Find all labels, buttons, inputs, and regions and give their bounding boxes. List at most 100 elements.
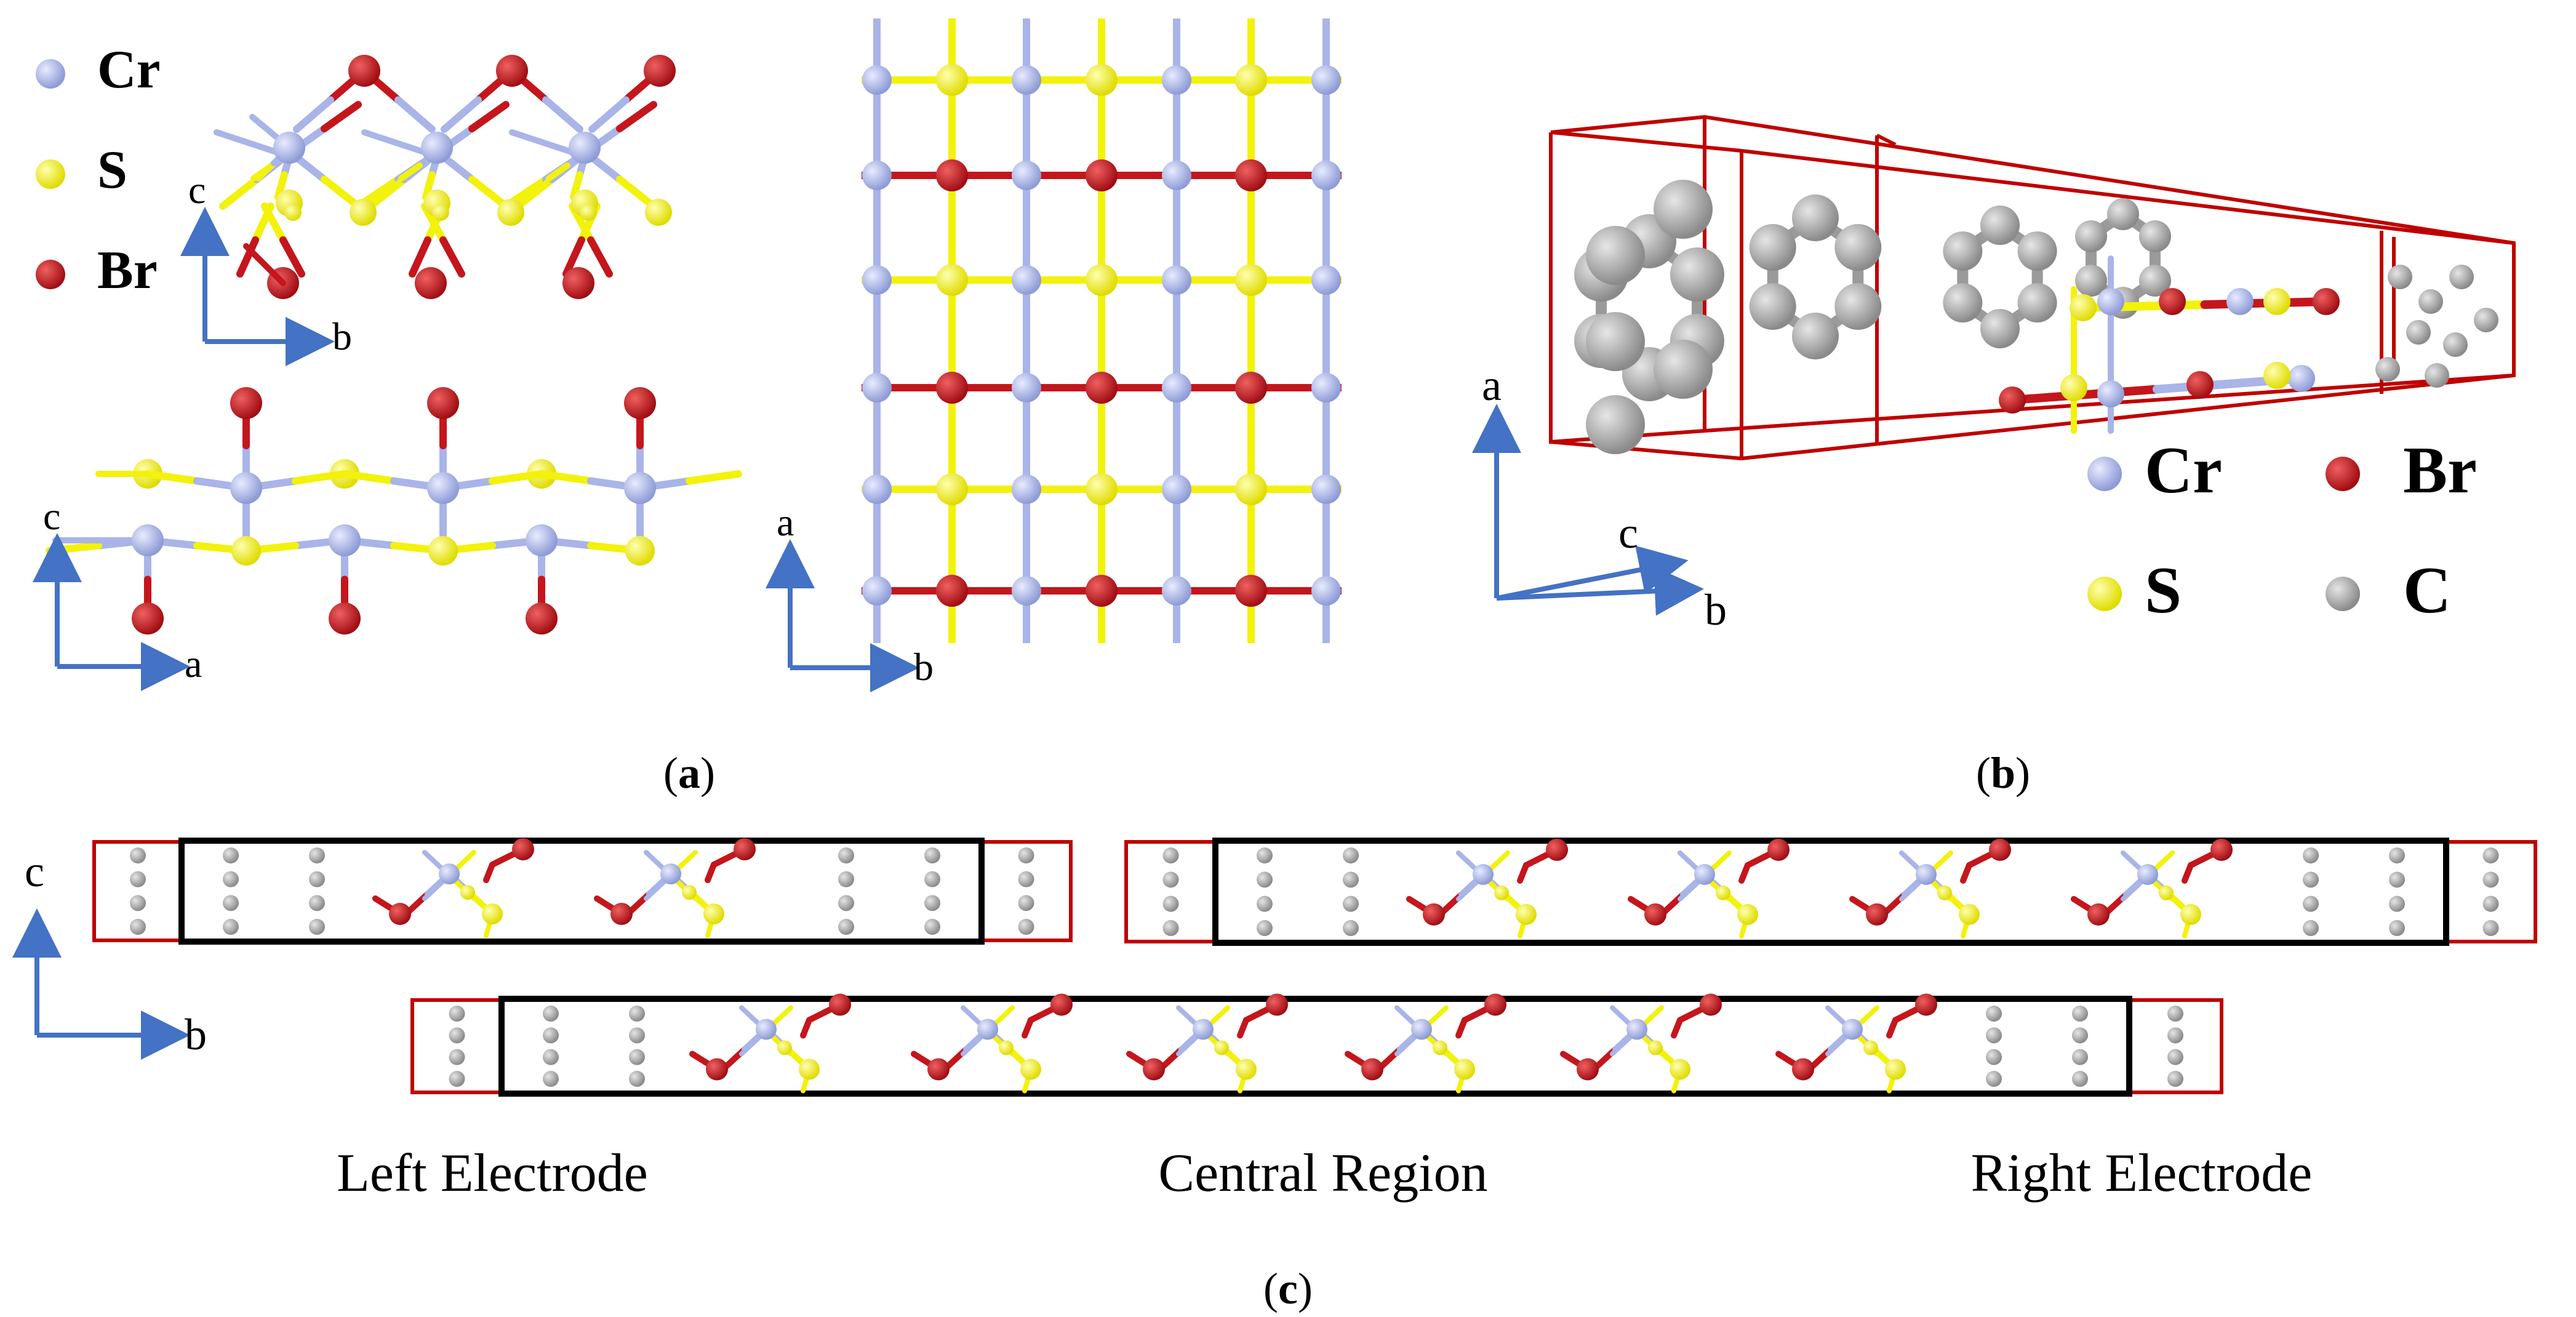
bond	[321, 101, 362, 132]
structure-a-ca-view	[46, 387, 742, 634]
c-atom	[924, 871, 940, 887]
br-atom	[1866, 903, 1888, 926]
label-central-region: Central Region	[1158, 1143, 1487, 1203]
bond	[1456, 1078, 1464, 1094]
bond	[489, 470, 545, 485]
bond	[588, 96, 630, 133]
s-atom	[2070, 294, 2097, 321]
central-region-box	[1212, 838, 2449, 946]
bond	[243, 243, 268, 268]
s-atom	[2263, 362, 2290, 389]
c-atom	[838, 847, 854, 863]
br-atom	[1546, 838, 1568, 861]
cr-atom	[1473, 863, 1494, 885]
br-atom	[2210, 838, 2233, 861]
bond	[372, 895, 391, 910]
c-atom	[2107, 198, 2139, 230]
cr-atom	[526, 524, 558, 556]
c-atom	[2482, 847, 2499, 863]
bond	[441, 96, 482, 133]
c-atom	[1654, 340, 1713, 399]
c-atom	[2389, 895, 2405, 912]
c-atom	[449, 1071, 465, 1087]
c-atom	[1986, 1006, 2002, 1022]
s-atom	[1086, 64, 1118, 96]
br-atom	[1235, 372, 1267, 404]
bond	[1961, 923, 1969, 939]
bond	[1775, 1051, 1794, 1065]
cr-atom	[1311, 474, 1341, 504]
c-atom	[2425, 363, 2449, 388]
bond	[570, 171, 583, 201]
bond	[616, 101, 657, 132]
c-atom	[2303, 895, 2319, 912]
br-atom	[624, 387, 656, 419]
bond	[800, 1025, 809, 1039]
c-atom	[1257, 847, 1273, 863]
axis-a-label-b: a	[1482, 361, 1502, 410]
s-atom	[2263, 288, 2290, 315]
bond	[2071, 895, 2089, 910]
c-atom	[2072, 1027, 2088, 1044]
br-atom	[1086, 372, 1118, 404]
cr-atom	[132, 524, 164, 556]
s-atom	[936, 264, 968, 296]
br-atom	[526, 602, 558, 634]
br-atom	[2087, 903, 2110, 926]
cr-atom	[862, 373, 892, 402]
s-atom	[1716, 885, 1730, 900]
legend-b: Cr Br S C	[2087, 434, 2477, 627]
c-atom	[1586, 395, 1645, 454]
br-atom	[927, 1058, 950, 1081]
bond	[1738, 870, 1748, 884]
c-atom	[1834, 224, 1882, 271]
s-atom	[1516, 903, 1537, 925]
axis-c-label-c: c	[25, 847, 44, 896]
bond	[587, 236, 613, 278]
c-atom	[838, 895, 854, 911]
s-atom	[1235, 264, 1267, 296]
cr-atom	[2097, 380, 2124, 407]
br-atom	[427, 387, 459, 419]
cr-atom	[1162, 576, 1191, 606]
bond	[255, 160, 277, 182]
s-atom	[482, 903, 503, 924]
axis-c-label-2: c	[43, 494, 60, 538]
bond	[514, 175, 556, 210]
s-atom	[1235, 473, 1267, 505]
bond	[542, 96, 583, 133]
s-atom	[936, 64, 968, 96]
cr-atom	[1012, 265, 1041, 295]
br-atom	[1999, 386, 2026, 414]
cr-atom	[1012, 161, 1041, 190]
c-atom	[223, 847, 239, 863]
cr-atom	[427, 472, 459, 504]
bond	[274, 171, 288, 201]
s-atom	[428, 536, 458, 566]
c-atom	[1257, 895, 1273, 912]
cr-atom	[1411, 1019, 1432, 1040]
c-atom	[2072, 1006, 2088, 1022]
bond	[686, 470, 742, 485]
c-atom	[2167, 1006, 2183, 1022]
structure-b	[1574, 180, 2498, 454]
cr-atom	[439, 863, 460, 884]
device-bottom	[410, 993, 2223, 1097]
cr-atom	[421, 132, 453, 164]
bond	[1849, 895, 1868, 910]
br-atom	[1792, 1058, 1814, 1081]
c-atom	[838, 919, 854, 935]
br-atom	[1484, 993, 1506, 1016]
legend-b-cr-label: Cr	[2145, 434, 2222, 507]
cr-atom	[1162, 65, 1191, 95]
cr-atom	[1012, 474, 1041, 504]
cr-atom	[2097, 288, 2124, 315]
device-right	[1124, 838, 2537, 946]
c-atom	[1343, 920, 1359, 936]
axis-b-label-c: b	[185, 1010, 207, 1059]
label-right-electrode: Right Electrode	[1971, 1143, 2313, 1203]
bond	[279, 236, 305, 278]
axes-a-ab: a b	[766, 500, 934, 692]
axis-b-label: b	[332, 314, 352, 358]
c-atom	[223, 895, 239, 911]
